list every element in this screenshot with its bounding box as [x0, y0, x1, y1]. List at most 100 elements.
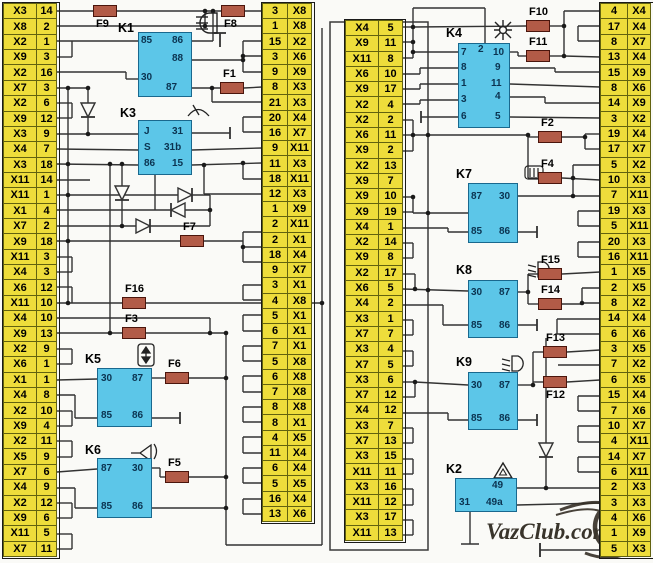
terminal-cell: 5 [378, 21, 402, 36]
terminal-cell: X8 [287, 4, 311, 19]
terminal-cell: X9 [355, 37, 369, 50]
relay-k2 [455, 478, 517, 512]
terminal-cell: X7 [355, 327, 369, 340]
fuse-label: F13 [546, 332, 565, 344]
terminal-cell: X3 [627, 495, 650, 510]
terminal-row: X2 9 [3, 340, 57, 358]
relay-pin-label: 86 [172, 35, 184, 46]
terminal-cell: X6 [13, 358, 27, 371]
relay-pin-label: 49 [492, 480, 504, 491]
terminal-cell: X6 [627, 510, 650, 526]
terminal-cell: 3 [36, 249, 56, 265]
terminal-cell: 8 [271, 81, 279, 94]
terminal-cell: X2 [627, 111, 650, 126]
terminal-cell: X2 [287, 34, 311, 49]
relay-pin-label: 85 [101, 501, 113, 512]
terminal-cell: X8 [287, 369, 311, 384]
terminal-cell: X11 [627, 219, 650, 234]
terminal-cell: X2 [355, 98, 369, 111]
terminal-cell: 3 [271, 5, 279, 18]
terminal-cell: X4 [355, 22, 369, 35]
terminal-cell: 2 [36, 19, 56, 34]
relay-k7 [468, 183, 518, 243]
terminal-cell: X11 [10, 297, 30, 309]
terminal-cell: 14 [607, 97, 621, 110]
terminal-cell: 18 [36, 234, 56, 249]
terminal-cell: X3 [13, 158, 27, 171]
terminal-cell: X4 [627, 50, 650, 65]
relay-pin-label: 86 [144, 158, 156, 169]
terminal-cell: X9 [287, 202, 311, 217]
terminal-cell: 12 [36, 495, 56, 510]
fuse-label: F12 [546, 389, 565, 401]
terminal-cell: X1 [13, 204, 27, 217]
fuse-f7 [180, 235, 204, 247]
terminal-cell: 12 [36, 111, 56, 126]
terminal-cell: X4 [627, 388, 650, 403]
terminal-cell: X9 [355, 175, 369, 188]
terminal-cell: 19 [607, 204, 621, 217]
terminal-cell: 11 [378, 128, 402, 143]
terminal-cell: X3 [287, 95, 311, 110]
terminal-cell: X5 [627, 372, 650, 387]
terminal-cell: 3 [36, 265, 56, 280]
terminal-cell: X11 [10, 174, 30, 187]
terminal-cell: X11 [10, 189, 30, 202]
terminal-cell: X6 [287, 49, 311, 64]
terminal-cell: 18 [268, 172, 282, 185]
terminal-cell: 2 [610, 481, 618, 494]
terminal-cell: X7 [627, 34, 650, 50]
terminal-cell: X5 [627, 265, 650, 280]
terminal-cell: X3 [355, 511, 369, 524]
terminal-cell: 13 [36, 326, 56, 341]
terminal-cell: X1 [287, 415, 311, 430]
fuse-label: F5 [168, 457, 181, 469]
fuse-f11 [526, 50, 550, 62]
terminal-cell: X7 [355, 358, 369, 371]
terminal-cell: 3 [36, 50, 56, 65]
terminal-cell: 4 [610, 435, 618, 448]
terminal-cell: 2 [378, 112, 402, 128]
terminal-cell: 12 [268, 187, 282, 200]
terminal-cell: 16 [378, 479, 402, 494]
terminal-cell: X3 [355, 343, 369, 356]
terminal-cell: 19 [378, 204, 402, 219]
relay-pin-label: 10 [493, 47, 505, 58]
terminal-cell: 10 [36, 311, 56, 326]
terminal-cell: 11 [269, 447, 281, 460]
relay-pin-label: 5 [495, 111, 501, 122]
relay-label: K4 [446, 26, 462, 40]
terminal-cell: X6 [13, 281, 27, 294]
terminal-cell: 13 [268, 508, 282, 521]
terminal-cell: 17 [607, 143, 621, 156]
terminal-cell: 9 [36, 341, 56, 357]
terminal-cell: X4 [627, 311, 650, 326]
relay-label: K8 [456, 263, 472, 277]
window-lift-icon [137, 343, 155, 367]
relay-pin-label: 15 [172, 158, 184, 169]
terminal-cell: X4 [13, 312, 27, 325]
terminal-cell: X2 [13, 343, 27, 356]
terminal-cell: 6 [610, 327, 618, 340]
